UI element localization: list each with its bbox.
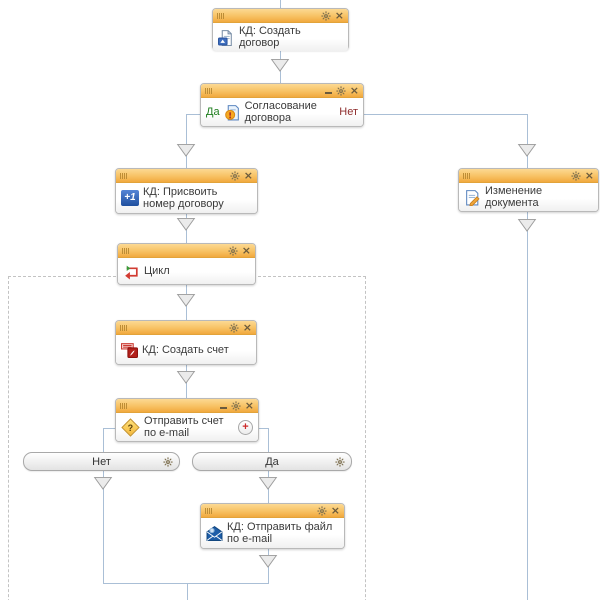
condition-yes-label: Да bbox=[265, 455, 279, 468]
gear-icon[interactable] bbox=[336, 85, 346, 96]
node-header[interactable]: × bbox=[116, 321, 256, 335]
node-header[interactable]: × bbox=[201, 504, 344, 518]
drag-handle-icon[interactable] bbox=[217, 12, 224, 19]
close-icon[interactable]: × bbox=[244, 398, 254, 412]
node-create-invoice[interactable]: × КД: Создать счет bbox=[115, 320, 257, 365]
gear-icon[interactable] bbox=[335, 457, 345, 467]
node-header[interactable]: × bbox=[116, 169, 257, 183]
connector-line bbox=[280, 0, 281, 8]
connector-line bbox=[186, 114, 187, 168]
connector-line bbox=[103, 428, 116, 429]
connector-line bbox=[527, 210, 528, 600]
plus-one-icon: +1 bbox=[121, 190, 139, 206]
connector-line bbox=[103, 470, 104, 583]
arrowhead-icon bbox=[94, 477, 112, 490]
close-icon[interactable]: × bbox=[330, 503, 340, 517]
node-create-contract[interactable]: × КД: Создать договор bbox=[212, 8, 349, 51]
close-icon[interactable]: × bbox=[584, 168, 594, 182]
arrowhead-icon bbox=[177, 218, 195, 231]
document-add-icon bbox=[218, 29, 235, 46]
drag-handle-icon[interactable] bbox=[120, 402, 127, 409]
node-title: КД: Создать счет bbox=[142, 343, 229, 356]
node-title: Отправить счет по e-mail bbox=[144, 415, 224, 439]
minimize-icon[interactable] bbox=[219, 402, 227, 409]
node-loop[interactable]: × Цикл bbox=[117, 243, 256, 285]
connector-line bbox=[103, 428, 104, 452]
node-header[interactable]: × bbox=[118, 244, 255, 258]
connector-line bbox=[527, 114, 528, 168]
node-header[interactable]: × bbox=[201, 84, 363, 98]
approval-document-icon bbox=[224, 104, 241, 121]
node-header[interactable]: × bbox=[213, 9, 348, 23]
gear-icon[interactable] bbox=[317, 505, 327, 516]
node-title: КД: Отправить файл по e-mail bbox=[227, 521, 333, 545]
arrowhead-icon bbox=[259, 477, 277, 490]
condition-yes-button[interactable]: Да bbox=[192, 452, 352, 471]
gear-icon[interactable] bbox=[228, 245, 238, 256]
edit-document-icon bbox=[464, 189, 481, 206]
connector-line bbox=[187, 583, 188, 600]
gear-icon[interactable] bbox=[229, 322, 239, 333]
node-send-invoice[interactable]: × ? Отправить счет по e-mail + bbox=[115, 398, 259, 442]
drag-handle-icon[interactable] bbox=[120, 172, 127, 179]
node-header[interactable]: × bbox=[459, 169, 598, 183]
arrowhead-icon bbox=[177, 371, 195, 384]
arrowhead-icon bbox=[518, 219, 536, 232]
node-change-document[interactable]: × Изменение документа bbox=[458, 168, 599, 212]
arrowhead-icon bbox=[259, 555, 277, 568]
close-icon[interactable]: × bbox=[334, 8, 344, 22]
node-header[interactable]: × bbox=[116, 399, 258, 413]
gear-icon[interactable] bbox=[231, 400, 241, 411]
drag-handle-icon[interactable] bbox=[463, 172, 470, 179]
close-icon[interactable]: × bbox=[349, 83, 359, 97]
branch-yes-label: Да bbox=[206, 106, 220, 118]
gear-icon[interactable] bbox=[571, 170, 581, 181]
close-icon[interactable]: × bbox=[242, 320, 252, 334]
close-icon[interactable]: × bbox=[243, 168, 253, 182]
arrowhead-icon bbox=[518, 144, 536, 157]
connector-line bbox=[362, 114, 528, 115]
arrowhead-icon bbox=[271, 59, 289, 72]
invoice-pdf-icon bbox=[121, 341, 138, 358]
node-title: КД: Создать договор bbox=[239, 25, 301, 49]
send-mail-icon bbox=[206, 525, 223, 542]
connector-line bbox=[103, 583, 269, 584]
drag-handle-icon[interactable] bbox=[122, 247, 129, 254]
branch-no-label: Нет bbox=[339, 106, 358, 118]
condition-no-label: Нет bbox=[92, 455, 111, 468]
arrowhead-icon bbox=[177, 294, 195, 307]
node-approval[interactable]: × Да Согласование договора Нет bbox=[200, 83, 364, 127]
condition-no-button[interactable]: Нет bbox=[23, 452, 180, 471]
connector-line bbox=[268, 428, 269, 452]
drag-handle-icon[interactable] bbox=[205, 507, 212, 514]
node-assign-number[interactable]: × +1 КД: Присвоить номер договору bbox=[115, 168, 258, 214]
connector-line bbox=[256, 428, 269, 429]
node-title: Цикл bbox=[144, 265, 170, 277]
drag-handle-icon[interactable] bbox=[205, 87, 212, 94]
gear-icon[interactable] bbox=[230, 170, 240, 181]
minimize-icon[interactable] bbox=[324, 87, 332, 94]
question-diamond-icon: ? bbox=[121, 417, 140, 437]
loop-icon bbox=[123, 263, 140, 280]
close-icon[interactable]: × bbox=[241, 243, 251, 257]
gear-icon[interactable] bbox=[321, 10, 331, 21]
node-send-file[interactable]: × КД: Отправить файл по e-mail bbox=[200, 503, 345, 549]
gear-icon[interactable] bbox=[163, 457, 173, 467]
arrowhead-icon bbox=[177, 144, 195, 157]
drag-handle-icon[interactable] bbox=[120, 324, 127, 331]
connector-line bbox=[186, 114, 201, 115]
node-title: Согласование договора bbox=[244, 100, 317, 124]
node-title: КД: Присвоить номер договору bbox=[143, 186, 224, 210]
add-action-button[interactable]: + bbox=[238, 420, 253, 435]
node-title: Изменение документа bbox=[485, 185, 543, 209]
